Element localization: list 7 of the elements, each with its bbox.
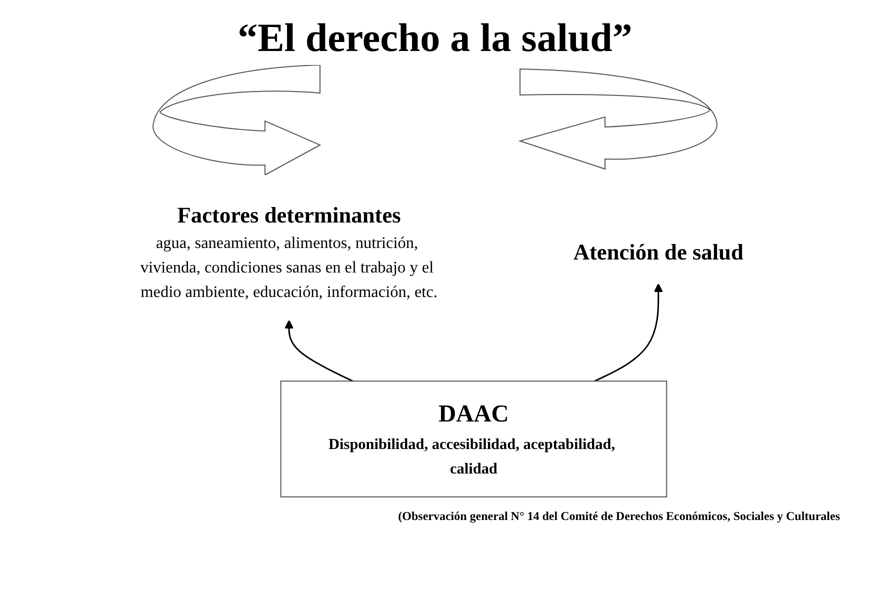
node-text: Atención de salud: [573, 238, 744, 264]
arrow: [284, 320, 354, 382]
caption: (Observación general N° 14 del Comité de Derechos Económicos, Sociales y Culturales: [398, 509, 840, 524]
arrow: [594, 283, 663, 382]
node-box: DAAC Disponibilidad, accesibilidad, aceptabilidad, calidad: [280, 380, 668, 498]
title: “El derecho a la salud”: [238, 14, 632, 61]
node-text: Factores determinantes agua, saneamiento, alimentos, nutrición, vivienda, condiciones sanas en el trabajo y el medio ambiente, educación, información, etc.: [140, 202, 438, 301]
